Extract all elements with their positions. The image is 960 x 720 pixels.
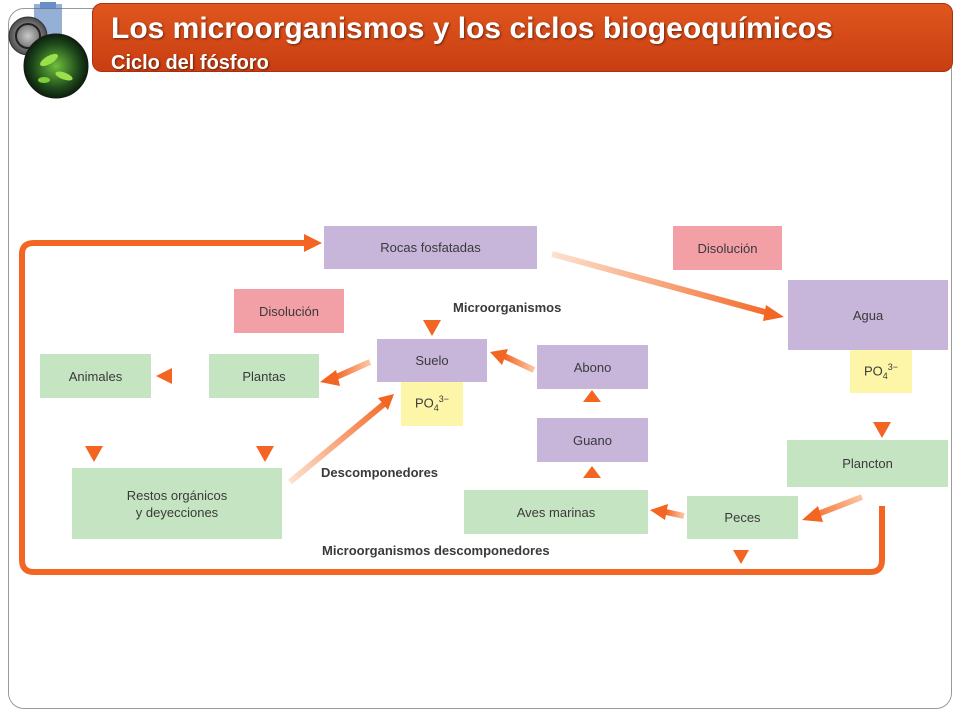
- slide-title: Los microorganismos y los ciclos biogeoq…: [111, 12, 833, 45]
- box-plancton: Plancton: [787, 440, 948, 487]
- box-disolucion-agua: Disolución: [673, 226, 782, 270]
- label-descomponedores: Descomponedores: [321, 465, 439, 480]
- box-disolucion-suelo: Disolución: [234, 289, 344, 333]
- box-animales: Animales: [40, 354, 151, 398]
- box-aves-marinas: Aves marinas: [464, 490, 648, 534]
- box-abono: Abono: [537, 345, 648, 389]
- box-guano: Guano: [537, 418, 648, 462]
- phosphate-agua: PO43−: [850, 350, 912, 393]
- box-suelo: Suelo: [377, 339, 487, 382]
- microscope-logo-icon: [8, 2, 89, 99]
- box-peces: Peces: [687, 496, 798, 539]
- box-agua: Agua: [788, 280, 948, 350]
- box-plantas: Plantas: [209, 354, 319, 398]
- label-microorganismos: Microorganismos: [453, 300, 562, 315]
- slide-subtitle: Ciclo del fósforo: [111, 52, 269, 74]
- label-microorganismos-descomponedores: Microorganismos descomponedores: [322, 543, 550, 558]
- phosphate-suelo: PO43−: [401, 382, 463, 426]
- box-restos-organicos: Restos orgánicos y deyecciones: [72, 468, 282, 539]
- title-banner: Los microorganismos y los ciclos biogeoq…: [92, 3, 953, 74]
- box-rocas-fosfatadas: Rocas fosfatadas: [324, 226, 537, 269]
